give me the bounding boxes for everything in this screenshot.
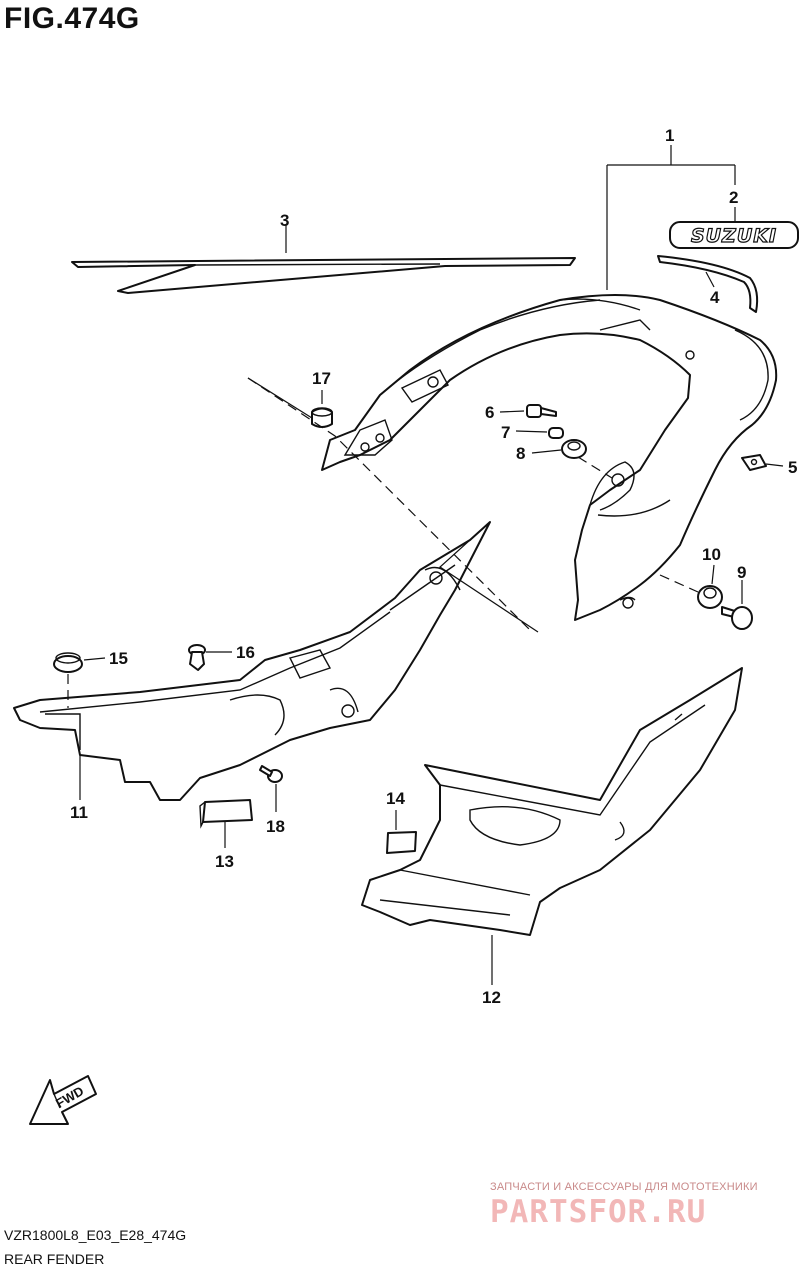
callout-6: 6: [485, 403, 494, 422]
callout-18: 18: [266, 817, 285, 836]
callout-7: 7: [501, 423, 510, 442]
part-2-suzuki-emblem: SUZUKI: [669, 221, 799, 249]
callout-10: 10: [702, 545, 721, 564]
callout-12: 12: [482, 988, 501, 1007]
watermark-logo: PARTSFOR.RU: [490, 1194, 707, 1230]
part-18-screw: [259, 765, 283, 783]
callout-17: 17: [312, 369, 331, 388]
part-9-screw: [721, 606, 753, 630]
leader-lines: [67, 145, 784, 985]
part-7-collar: [548, 427, 564, 439]
callout-14: 14: [386, 789, 405, 808]
part-5-clip-nut: [741, 454, 767, 471]
part-1-rear-cowl: [321, 294, 778, 621]
callout-11: 11: [70, 803, 88, 822]
watermark-tagline: ЗАПЧАСТИ И АКСЕССУАРЫ ДЛЯ МОТОТЕХНИКИ: [490, 1181, 758, 1193]
footer-diagram-code: VZR1800L8_E03_E28_474G: [4, 1227, 187, 1243]
part-3-stripe-decal: [71, 257, 576, 294]
part-14-pad: [386, 831, 417, 854]
fwd-arrow-icon: FWD: [29, 1075, 97, 1125]
part-4-trim-strip: [657, 255, 759, 313]
part-10-grommet: [697, 585, 723, 609]
part-8-grommet: [561, 439, 587, 459]
part-6-bolt: [526, 404, 557, 418]
part-17-damper: [311, 407, 333, 428]
footer-diagram-name: REAR FENDER: [4, 1251, 105, 1267]
emblem-text: SUZUKI: [691, 225, 777, 247]
callout-13: 13: [215, 852, 234, 871]
callout-16: 16: [236, 643, 255, 662]
part-12-lower-fender: [361, 667, 743, 936]
part-11-rear-fender: [13, 521, 491, 801]
part-16-push-rivet: [188, 644, 206, 671]
callout-2: 2: [729, 188, 738, 207]
figure-title: FIG.474G: [4, 2, 140, 35]
callout-3: 3: [280, 211, 289, 230]
callout-8: 8: [516, 444, 525, 463]
callout-4: 4: [710, 288, 720, 307]
callout-9: 9: [737, 563, 746, 582]
part-13-pad: [199, 799, 253, 829]
callout-15: 15: [109, 649, 128, 668]
callouts: 1 2 3 4 5 6 7 8 9 10 11 12 13 14 15 16 1…: [70, 126, 797, 1007]
part-15-grommet: [53, 652, 83, 673]
callout-1: 1: [665, 126, 674, 145]
callout-5: 5: [788, 458, 797, 477]
